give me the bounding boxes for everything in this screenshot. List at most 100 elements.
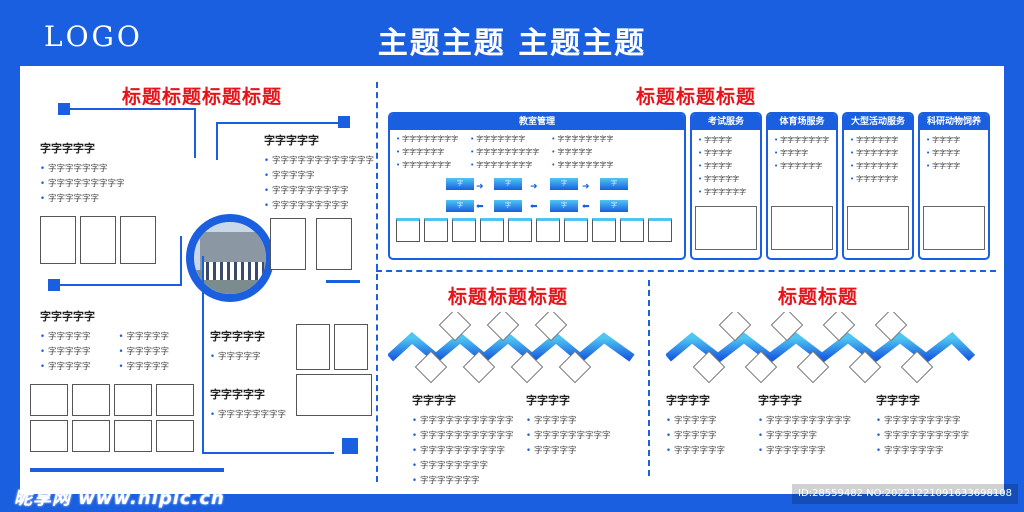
- section-divider: [376, 270, 996, 272]
- photo-frame: [480, 218, 504, 242]
- photo-frame: [72, 420, 110, 452]
- list-item: 字字字字字字字: [464, 133, 539, 146]
- photo-strip: [396, 218, 672, 242]
- list-item: 字字字字字字字字字字: [758, 414, 851, 429]
- photo-frame: [156, 384, 194, 416]
- photo-row: [40, 216, 156, 264]
- flow-step: 字: [494, 178, 522, 190]
- section-divider: [376, 82, 378, 482]
- list-item: 字字字字字字: [844, 147, 912, 160]
- list-item: 字字字字字字字: [758, 444, 851, 459]
- list-item: 字字字字: [692, 160, 760, 173]
- list-item: 字字字字字字: [758, 429, 851, 444]
- block-heading: 字字字字: [666, 394, 710, 407]
- list-item: 字字字字字字字字字: [464, 146, 539, 159]
- photo-frame: [316, 218, 352, 270]
- list-item: 字字字字字: [40, 330, 91, 345]
- photo-frame: [424, 218, 448, 242]
- photo-frame: [508, 218, 532, 242]
- photo-grid: [30, 384, 200, 452]
- list-item: 字字字字字字字字字: [264, 199, 374, 214]
- deco-square: [338, 116, 350, 128]
- photo-frame: [620, 218, 644, 242]
- list-item: 字字字字: [920, 147, 988, 160]
- list-item: 字字字字字: [692, 173, 760, 186]
- list-item: 字字字字字字字: [390, 159, 458, 172]
- photo-frame: [296, 374, 372, 416]
- deco-line: [216, 122, 340, 124]
- list-item: 字字字字字: [666, 429, 725, 444]
- list-item: 字字字字字: [119, 330, 170, 345]
- photo-frame: [114, 384, 152, 416]
- list-item: 字字字字: [768, 147, 836, 160]
- arrow-left-icon: ⬅: [582, 202, 590, 212]
- deco-line: [216, 122, 218, 160]
- list-item: 字字字字字字字字字: [526, 429, 611, 444]
- photo-frame: [334, 324, 368, 370]
- list-item: 字字字字字字字字: [210, 408, 286, 423]
- right-top-title: 标题标题标题: [636, 86, 757, 108]
- bottom-mid-title: 标题标题标题: [448, 286, 569, 308]
- flow-step: 字: [494, 200, 522, 212]
- zigzag-photo-decoration: [666, 312, 976, 384]
- list-item: 字字字字字字字字字字字: [412, 414, 514, 429]
- text-block-mid-2: 字字字字 字字字字字 字字字字字字字字字 字字字字字: [526, 392, 611, 459]
- list-item: 字字字字字字字: [40, 162, 125, 177]
- watermark-id: ID:28559482 NO:20221221091633698108: [792, 484, 1018, 504]
- block-heading: 字字字字: [412, 394, 456, 407]
- list-item: 字字字字字: [264, 169, 374, 184]
- flow-step: 字: [550, 200, 578, 212]
- list-item: 字字字字: [920, 134, 988, 147]
- list-item: 字字字字字字字字字字: [876, 429, 969, 444]
- photo-frame: [923, 206, 985, 250]
- block-heading: 字字字字字: [40, 310, 95, 323]
- arrow-right-icon: ➜: [582, 182, 590, 192]
- arrow-right-icon: ➜: [476, 182, 484, 192]
- photo-frame: [592, 218, 616, 242]
- photo-frame: [156, 420, 194, 452]
- flow-step: 字: [446, 178, 474, 190]
- block-heading: 字字字字字: [40, 142, 95, 155]
- section-divider: [648, 280, 650, 476]
- photo-frame: [564, 218, 588, 242]
- main-theme-title: 主题主题 主题主题: [377, 26, 647, 61]
- deco-bar: [326, 280, 360, 283]
- list-item: 字字字字字字字字: [545, 133, 613, 146]
- list-item: 字字字字字: [526, 444, 611, 459]
- list-item: 字字字字字: [545, 146, 613, 159]
- list-item: 字字字字字: [40, 360, 91, 375]
- deco-line: [180, 236, 182, 284]
- list-item: 字字字字字字: [390, 146, 458, 159]
- bottom-right-title: 标题标题: [778, 286, 859, 308]
- block-heading: 字字字字字: [264, 134, 319, 147]
- list-item: 字字字字字字字字字: [40, 177, 125, 192]
- flow-step: 字: [600, 178, 628, 190]
- card-title: 教室管理: [390, 114, 684, 130]
- photo-frame: [396, 218, 420, 242]
- deco-line: [54, 284, 182, 286]
- list-item: 字字字字字字字字: [464, 159, 539, 172]
- block-heading: 字字字字: [526, 394, 570, 407]
- flow-step: 字: [446, 200, 474, 212]
- photo-row: [270, 218, 352, 270]
- list-item: 字字字字字字: [844, 173, 912, 186]
- arrow-right-icon: ➜: [530, 182, 538, 192]
- list-item: 字字字字字字字: [768, 134, 836, 147]
- photo-frame: [695, 206, 757, 250]
- photo-frame: [771, 206, 833, 250]
- deco-line: [194, 108, 196, 158]
- list-item: 字字字字字: [526, 414, 611, 429]
- text-block-right-2: 字字字字 字字字字字字字字字字 字字字字字字 字字字字字字字: [758, 392, 851, 459]
- photo-frame: [847, 206, 909, 250]
- list-item: 字字字字字: [666, 414, 725, 429]
- text-block-5: 字字字字字 字字字字字字字字: [210, 386, 286, 423]
- card-title: 大型活动服务: [844, 114, 912, 130]
- list-item: 字字字字字: [119, 345, 170, 360]
- deco-bar: [30, 468, 224, 472]
- photo-frame: [80, 216, 116, 264]
- text-block-1: 字字字字字 字字字字字字字 字字字字字字字字字 字字字字字字: [40, 140, 125, 207]
- deco-line: [202, 452, 334, 454]
- list-item: 字字字字字字字: [412, 474, 514, 489]
- flow-step: 字: [550, 178, 578, 190]
- photo-frame: [270, 218, 306, 270]
